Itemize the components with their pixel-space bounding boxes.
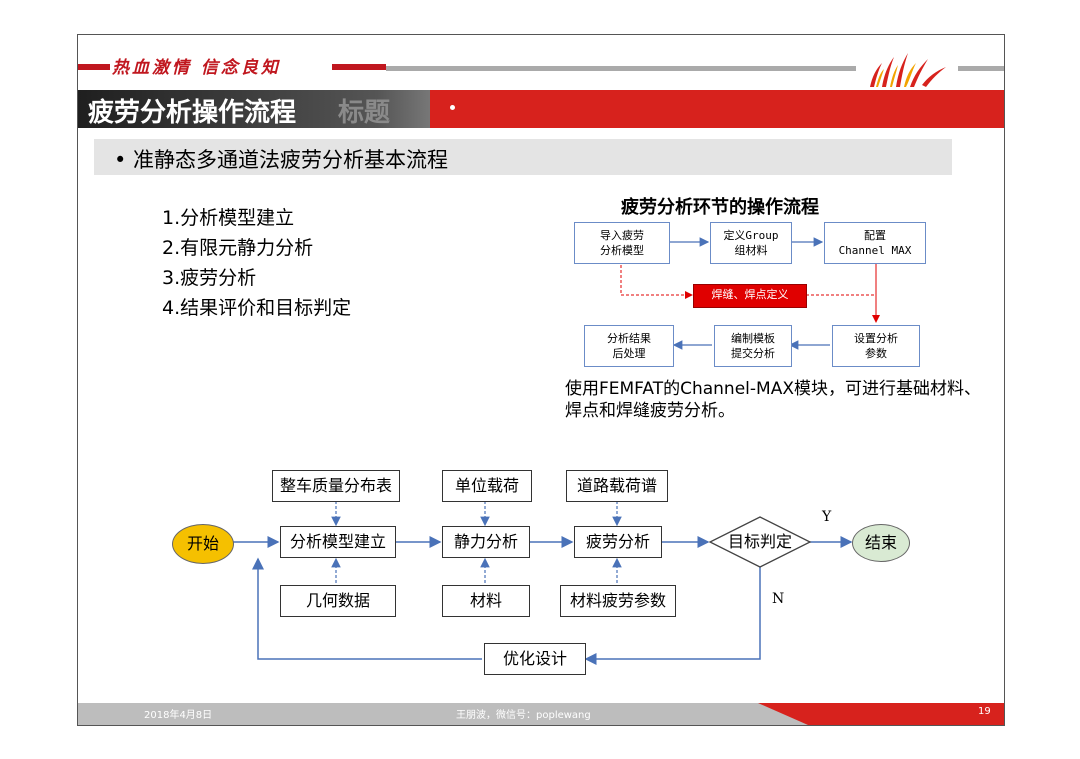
steps-list: 1.分析模型建立 2.有限元静力分析 3.疲劳分析 4.结果评价和目标判定 <box>162 203 351 323</box>
node-optimize-design: 优化设计 <box>484 643 586 675</box>
box-config-channel-max: 配置 Channel MAX <box>824 222 926 264</box>
input-material: 材料 <box>442 585 530 617</box>
box-weld-definition: 焊缝、焊点定义 <box>693 284 807 308</box>
title-bar-dark <box>78 90 430 128</box>
footer-page-number: 19 <box>978 706 991 717</box>
subtitle: • 准静态多通道法疲劳分析基本流程 <box>114 148 449 172</box>
node-target-judge: 目标判定 <box>727 532 792 551</box>
box-post-processing: 分析结果 后处理 <box>584 325 674 367</box>
node-model-build: 分析模型建立 <box>280 526 396 558</box>
slide: 热血激情 信念良知 标题 疲劳分析操作流程 • 准静态多通道法疲劳分析基本流程 … <box>77 34 1005 726</box>
input-material-fatigue: 材料疲劳参数 <box>560 585 676 617</box>
box-import-model: 导入疲劳 分析模型 <box>574 222 670 264</box>
label-no: N <box>772 591 785 607</box>
node-fatigue-analysis: 疲劳分析 <box>574 526 662 558</box>
footer-red-wedge <box>758 703 1004 725</box>
judge-diamond <box>708 516 812 568</box>
step-item: 3.疲劳分析 <box>162 267 257 289</box>
end-node: 结束 <box>852 524 910 562</box>
input-geometry: 几何数据 <box>280 585 396 617</box>
title-dot <box>450 105 455 110</box>
header-grey-bar <box>386 66 856 71</box>
box-setup-parameters: 设置分析 参数 <box>832 325 920 367</box>
input-road-load: 道路载荷谱 <box>566 470 668 502</box>
footer-date: 2018年4月8日 <box>144 710 213 721</box>
connectors <box>232 237 880 665</box>
input-mass-table: 整车质量分布表 <box>272 470 400 502</box>
start-node: 开始 <box>172 524 234 564</box>
box-define-group: 定义Group 组材料 <box>710 222 792 264</box>
box-edit-template: 编制模板 提交分析 <box>714 325 792 367</box>
label-yes: Y <box>822 509 832 525</box>
header-motto: 热血激情 信念良知 <box>112 58 281 78</box>
description-text: 使用FEMFAT的Channel-MAX模块，可进行基础材料、焊点和焊缝疲劳分析… <box>565 379 981 421</box>
subtitle-bar <box>94 139 952 175</box>
node-static-analysis: 静力分析 <box>442 526 530 558</box>
page-title: 疲劳分析操作流程 <box>88 98 297 128</box>
input-unit-load: 单位载荷 <box>442 470 532 502</box>
header-red-bar-mid <box>332 64 386 70</box>
step-item: 1.分析模型建立 <box>162 207 295 229</box>
step-item: 4.结果评价和目标判定 <box>162 297 352 319</box>
footer-author: 王朋波，微信号：poplewang <box>456 710 591 721</box>
right-panel-title: 疲劳分析环节的操作流程 <box>621 197 819 218</box>
step-item: 2.有限元静力分析 <box>162 237 314 259</box>
title-ghost-text: 标题 <box>338 98 391 128</box>
header-grey-bar-right <box>958 66 1004 71</box>
header-red-bar-left <box>78 64 110 70</box>
leaf-logo-icon <box>870 53 946 87</box>
